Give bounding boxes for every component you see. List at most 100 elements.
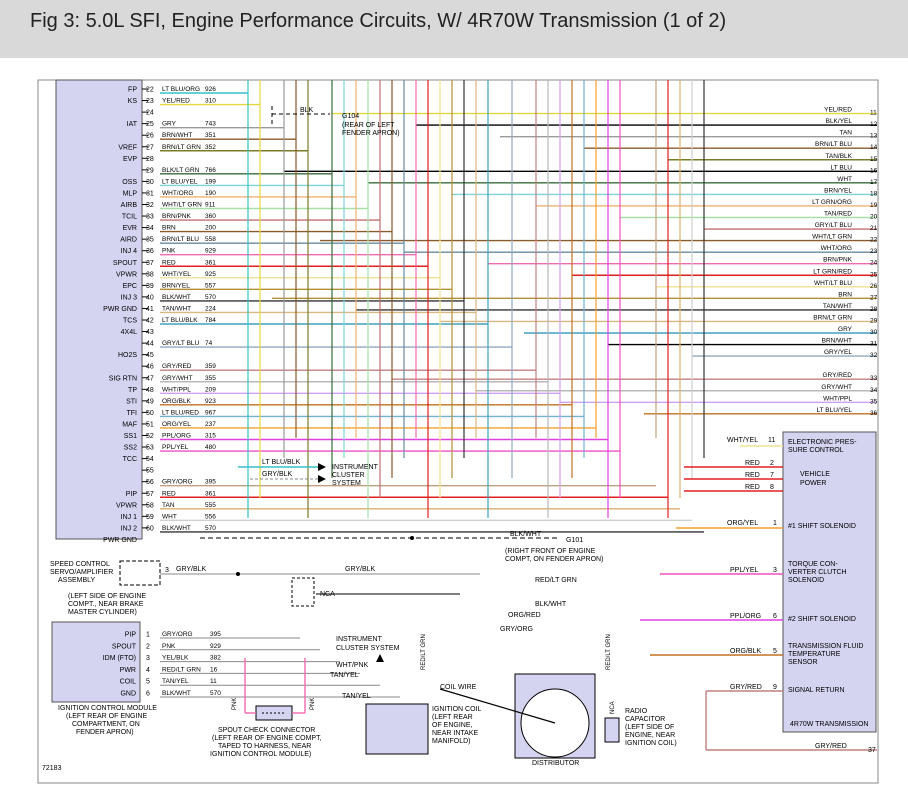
right-wire-number: 26 [870, 283, 878, 290]
pcm-pin-number: 40 [146, 294, 154, 301]
pcm-circuit-number: 480 [205, 444, 216, 451]
right-wire-number: 28 [870, 306, 878, 313]
speed-control-l2: SERVO/AMPLIFIER [50, 569, 113, 576]
icm-circuit-number: 382 [210, 655, 221, 662]
pcm-circuit-number: 199 [205, 178, 216, 185]
right-wire-number: 36 [870, 410, 878, 417]
pcm-pin-number: 33 [146, 214, 154, 221]
right-wire-number: 23 [870, 248, 878, 255]
right-wire-number: 27 [870, 294, 878, 301]
pcm-pin-label: 4X4L [121, 329, 137, 336]
spout-wire-left: PNK [232, 698, 238, 710]
pcm-wire-color: BLK/LT GRN [162, 167, 200, 174]
pcm-wire-color: GRY/RED [162, 363, 192, 370]
tan-yel-label-2: TAN/YEL [342, 693, 371, 700]
right-wire-number: 22 [870, 237, 878, 244]
icm-pin-label: GND [120, 691, 136, 698]
bottom-wire: GRY/RED [815, 743, 847, 750]
tcc-pin: 3 [773, 567, 777, 574]
tft-l2: TEMPERATURE [788, 651, 841, 658]
spout-wire-right: PNK [310, 698, 316, 710]
speed-control-l3: ASSEMBLY [58, 577, 96, 584]
icm-circuit-number: 11 [210, 678, 217, 685]
pcm-pin-number: 55 [146, 468, 154, 475]
pcm-pin-label: TCS [123, 318, 137, 325]
pcm-circuit-number: 310 [205, 98, 216, 105]
pcm-pin-label: MLP [123, 190, 138, 197]
right-wire-number: 15 [870, 156, 878, 163]
right-wire-number: 11 [870, 110, 877, 117]
pcm-circuit-number: 557 [205, 282, 216, 289]
right-wire-color: LT GRN/ORG [812, 199, 852, 206]
icm-wire-color: BLK/WHT [162, 690, 191, 697]
right-wire-number: 24 [870, 260, 878, 267]
pcm-pin-number: 44 [146, 341, 154, 348]
pcm-pin-label: OSS [122, 179, 137, 186]
pcm-pin-number: 32 [146, 202, 154, 209]
pcm-wire-color: BRN [162, 225, 176, 232]
right-wire-number: 16 [870, 167, 878, 174]
pcm-pin-label: VPWR [116, 502, 137, 509]
radio-l3: (LEFT SIDE OF [625, 724, 674, 731]
speed-control-d2: COMPT., NEAR BRAKE [68, 601, 144, 608]
cluster-wire-2: GRY/BLK [262, 471, 293, 478]
pcm-circuit-number: 351 [205, 132, 216, 139]
pcm-circuit-number: 570 [205, 294, 216, 301]
vertical-red-lt-grn-1: RED/LT GRN [421, 634, 427, 670]
right-wire-color: LT BLU [831, 164, 853, 171]
pcm-pin-label: SS2 [124, 445, 137, 452]
pcm-pin-label: MAF [122, 421, 137, 428]
pcm-circuit-number: 190 [205, 190, 216, 197]
pcm-pin-label: IAT [127, 121, 138, 128]
ss1-label: #1 SHIFT SOLENOID [788, 523, 856, 530]
ss2-label: #2 SHIFT SOLENOID [788, 616, 856, 623]
pcm-wire-color: PNK [162, 248, 176, 255]
pcm-wire-color: BLK/WHT [162, 525, 191, 532]
instrument-cluster-label-2: CLUSTER SYSTEM [336, 645, 400, 652]
pcm-pin-label: INJ 4 [121, 248, 137, 255]
right-wire-number: 30 [870, 329, 878, 336]
icm-pin-number: 5 [146, 679, 150, 686]
pcm-wire-color: YEL/RED [162, 98, 190, 105]
pcm-pin-number: 45 [146, 352, 154, 359]
spout-l1: SPOUT CHECK CONNECTOR [218, 727, 315, 734]
spout-l3: TAPED TO HARNESS, NEAR [218, 743, 311, 750]
pcm-circuit-number: 558 [205, 236, 216, 243]
vehicle-power-pin: 2 [770, 460, 774, 467]
cluster-label-2: CLUSTER [332, 472, 365, 479]
pcm-wire-color: PPL/ORG [162, 433, 191, 440]
right-wire-color: GRY [838, 326, 853, 333]
tft-pin: 5 [773, 648, 777, 655]
sr-pin: 9 [773, 684, 777, 691]
pcm-wire-color: BLK/WHT [162, 294, 191, 301]
pcm-wire-color: WHT [162, 513, 177, 520]
tft-l3: SENSOR [788, 659, 818, 666]
pcm-pin-label: FP [128, 87, 137, 94]
right-wire-color: WHT/LT BLU [814, 280, 852, 287]
icm-pin-label: IDM (FTO) [103, 655, 136, 662]
icm-wire-color: TAN/YEL [162, 678, 189, 685]
pcm-pin-label-extra: PWR GND [103, 537, 137, 544]
pcm-wire-color: GRY [162, 121, 177, 128]
radio-l4: ENGINE, NEAR [625, 732, 675, 739]
pcm-pin-label: AIRD [120, 237, 137, 244]
pcm-pin-label: KS [128, 98, 138, 105]
radio-l1: RADIO [625, 708, 648, 715]
pcm-pin-label: STI [126, 398, 137, 405]
icm-pin-label: PWR [120, 667, 136, 674]
pcm-pin-number: 24 [146, 110, 154, 117]
tft-wire: ORG/BLK [730, 648, 761, 655]
g101-wire: BLK/WHT [510, 531, 542, 538]
pcm-circuit-number: 926 [205, 86, 216, 93]
right-wire-number: 21 [870, 225, 878, 232]
spout-check-connector: PNK PNK SPOUT CHECK CONNECTOR (LEFT REAR… [210, 658, 322, 758]
pcm-circuit-number: 224 [205, 305, 216, 312]
right-wire-number: 31 [870, 341, 878, 348]
gry-org-label: GRY/ORG [500, 626, 533, 633]
speed-control-d1: (LEFT SIDE OF ENGINE [68, 593, 146, 600]
coil-l2: (LEFT REAR [432, 714, 473, 721]
radio-l2: CAPACITOR [625, 716, 665, 723]
pcm-circuit-number: 395 [205, 479, 216, 486]
g104-desc2: FENDER APRON) [342, 130, 400, 137]
